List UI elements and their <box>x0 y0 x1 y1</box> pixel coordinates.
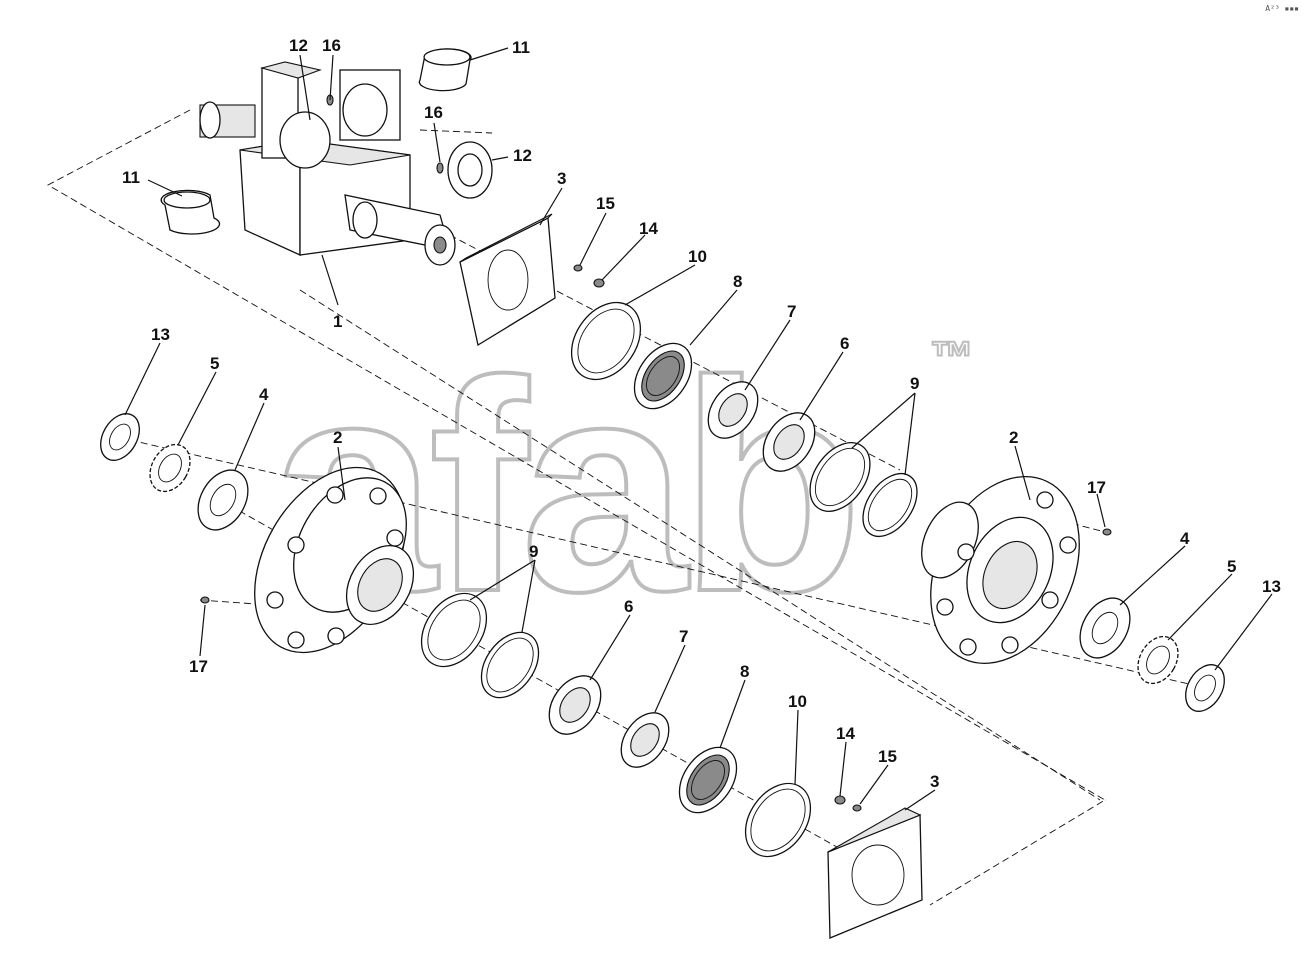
nut-part-13-left <box>100 413 140 461</box>
callout-13-left: 13 <box>151 325 170 344</box>
callout-4-left: 4 <box>259 385 269 404</box>
callout-7-upper: 7 <box>787 302 796 321</box>
callout-6-upper: 6 <box>840 334 849 353</box>
callout-10-lower: 10 <box>788 692 807 711</box>
callout-9-lower: 9 <box>529 542 538 561</box>
callout-16-mid: 16 <box>424 103 443 122</box>
callout-15-lower: 15 <box>878 747 897 766</box>
callout-5-left: 5 <box>210 354 219 373</box>
callout-8-upper: 8 <box>733 272 742 291</box>
callout-2-right: 2 <box>1009 428 1018 447</box>
upper-axle-axis <box>129 439 1216 691</box>
assembly-guide-lines <box>47 109 1216 906</box>
gearbox-housing-part-1 <box>199 61 456 266</box>
hub-part-2-right <box>921 475 1112 665</box>
callout-13-right: 13 <box>1262 577 1281 596</box>
lower-bearing-stack <box>420 592 812 858</box>
callout-7-lower: 7 <box>679 627 688 646</box>
grease-nipple-part-17-left <box>200 596 210 604</box>
callout-labels: 12 16 11 16 12 11 3 15 14 10 8 7 6 9 1 1… <box>122 36 1281 791</box>
hub-part-2-left <box>200 466 415 654</box>
seal-ring-part-10-upper <box>570 301 642 381</box>
callout-15-upper: 15 <box>596 194 615 213</box>
grease-nipple-part-17-right <box>1102 528 1112 536</box>
callout-11-left: 11 <box>122 168 140 187</box>
lock-washer-part-5-left <box>149 443 191 493</box>
washer-part-12 <box>447 141 493 199</box>
ring-part-9-lower-b <box>480 631 540 699</box>
callout-17-left: 17 <box>189 657 208 676</box>
callout-12-mid: 12 <box>513 146 532 165</box>
callout-2-left: 2 <box>333 428 342 447</box>
lock-washer-part-5-right <box>1137 635 1179 685</box>
corner-code: A²³ ▪▪▪ <box>1265 4 1299 13</box>
callout-3-lower: 3 <box>930 772 939 791</box>
seal-ring-part-10-lower <box>744 782 812 858</box>
cover-plate-part-3-lower <box>827 807 923 939</box>
callout-14-upper: 14 <box>639 219 658 238</box>
upper-assembly-outline <box>47 109 1106 906</box>
lower-outline-diagonal <box>299 289 1101 801</box>
nut-part-13-right <box>1185 664 1225 712</box>
spacer-part-4-right <box>1079 597 1131 659</box>
callout-1: 1 <box>333 312 342 331</box>
ring-part-9-lower-a <box>420 592 488 668</box>
screw-part-14-15-upper <box>573 264 605 288</box>
cover-plate-part-3-upper <box>459 213 556 347</box>
ring-part-9-upper-a <box>809 442 871 512</box>
leader-lines <box>124 47 1273 811</box>
callout-11-top: 11 <box>512 38 530 57</box>
callout-5-right: 5 <box>1227 557 1236 576</box>
spacer-part-4-left <box>197 469 249 531</box>
watermark-trademark: ™ <box>930 333 974 382</box>
right-retainer-stack <box>1079 597 1225 712</box>
bracket-line <box>419 129 493 134</box>
callout-3-upper: 3 <box>557 169 566 188</box>
callout-10-upper: 10 <box>688 247 707 266</box>
left-retainer-stack <box>100 413 249 531</box>
callout-9-upper: 9 <box>910 374 919 393</box>
callout-17-right: 17 <box>1087 478 1106 497</box>
screw-part-14-15-lower <box>834 795 862 812</box>
callout-16-top: 16 <box>322 36 341 55</box>
callout-8-lower: 8 <box>740 662 749 681</box>
callout-4-right: 4 <box>1180 529 1190 548</box>
callout-12-top: 12 <box>289 36 308 55</box>
callout-14-lower: 14 <box>836 724 855 743</box>
callout-6-lower: 6 <box>624 597 633 616</box>
bushing-part-11 <box>160 48 472 235</box>
upper-bearing-stack <box>570 301 918 537</box>
ring-part-9-upper-b <box>862 473 918 537</box>
